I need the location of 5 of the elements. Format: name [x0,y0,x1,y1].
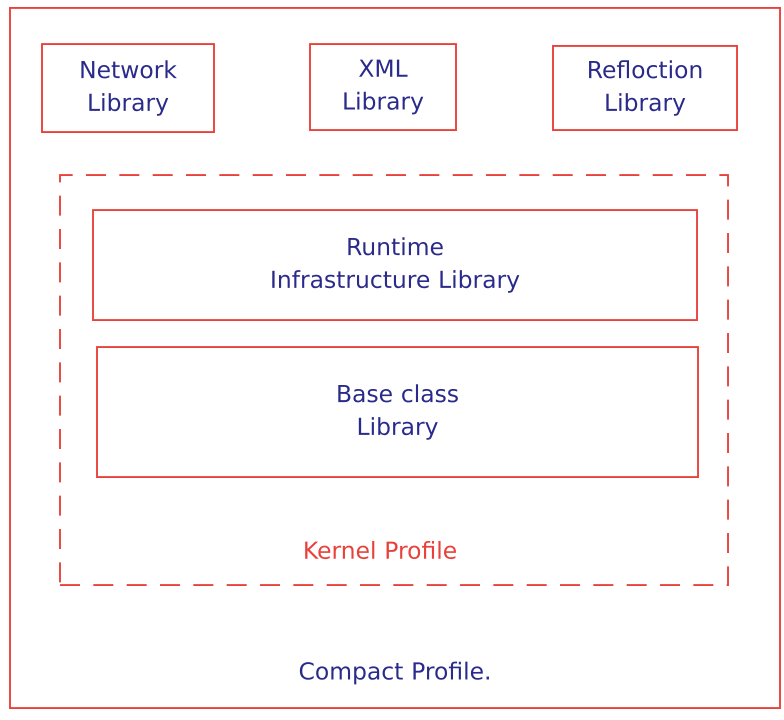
library-box: XML Library [309,43,457,131]
library-box: Runtime Infrastructure Library [92,209,698,321]
library-box: Refloction Library [552,45,738,131]
library-box: Base class Library [96,346,699,478]
library-box: Network Library [41,43,215,133]
